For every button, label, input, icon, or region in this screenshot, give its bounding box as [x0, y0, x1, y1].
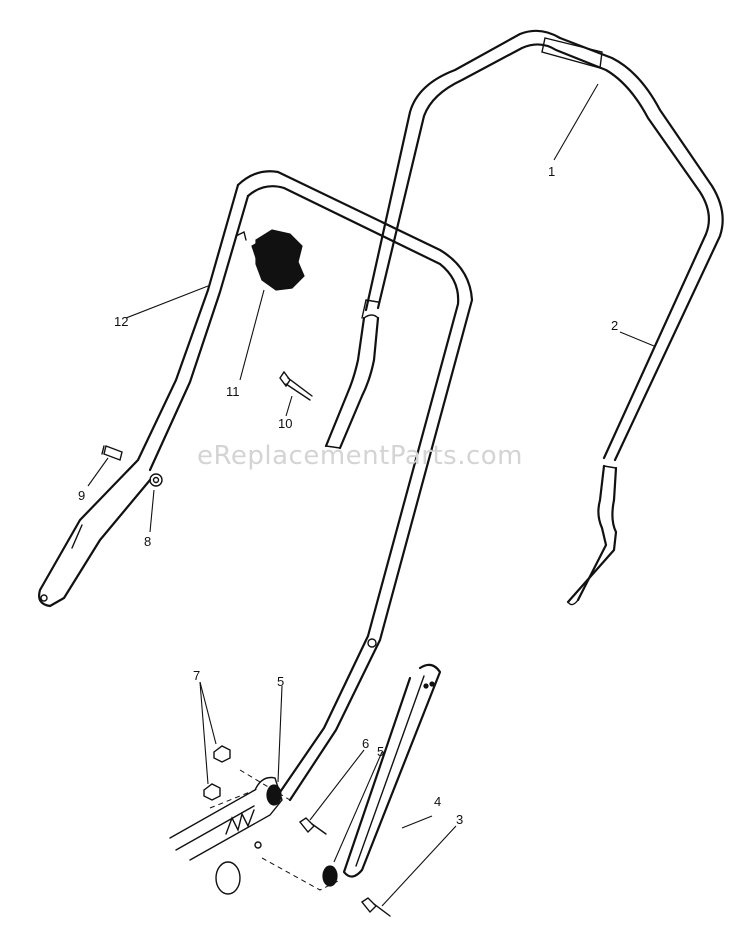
callouts: 1 2 12 11 10 9 8 7 5 6 5 4 3: [78, 164, 618, 827]
callout-7: 7: [193, 668, 200, 683]
spacers-5: [266, 784, 338, 887]
carriage-bolt: [279, 370, 313, 401]
callout-4: 4: [434, 794, 441, 809]
callout-9: 9: [78, 488, 85, 503]
upper-handle: [364, 29, 724, 462]
bolt-3: [360, 897, 391, 917]
nuts-7: [203, 745, 231, 801]
upper-handle-left-leg: [324, 299, 380, 450]
deck-bracket: [169, 769, 341, 895]
upper-handle-lower-section: [566, 464, 618, 606]
bolt-9: [101, 445, 123, 461]
handle-brace: [342, 663, 442, 878]
callout-1: 1: [548, 164, 555, 179]
callout-3: 3: [456, 812, 463, 827]
callout-6: 6: [362, 736, 369, 751]
callout-10: 10: [278, 416, 292, 431]
bolt-6: [298, 817, 327, 835]
callout-2: 2: [611, 318, 618, 333]
callout-5-left: 5: [277, 674, 284, 689]
callout-5-right: 5: [377, 744, 384, 759]
watermark-text: eReplacementParts.com: [196, 441, 523, 471]
nut-8: [149, 473, 163, 487]
knob: [251, 229, 305, 291]
leader-lines: [87, 83, 655, 907]
callout-8: 8: [144, 534, 151, 549]
callout-12: 12: [114, 314, 128, 329]
lower-handle: [38, 170, 474, 802]
callout-11: 11: [226, 384, 240, 399]
